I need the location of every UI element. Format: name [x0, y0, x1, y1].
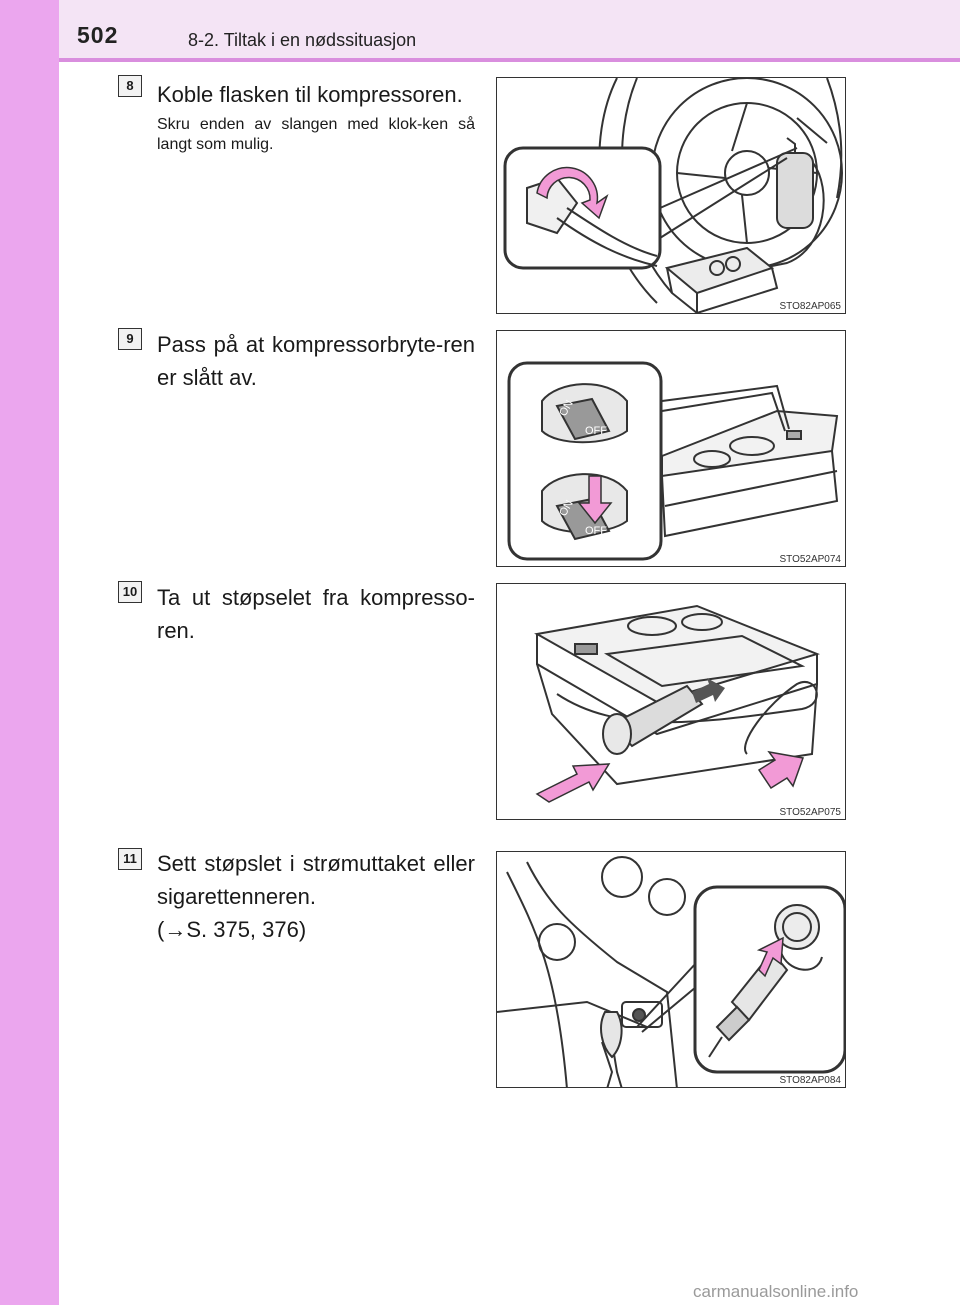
figure-connect-bottle: STO82AP065: [496, 77, 846, 314]
figure-code: STO52AP074: [778, 554, 842, 565]
section-title: 8-2. Tiltak i en nødssituasjon: [188, 30, 417, 50]
illustration-compressor-plug: [534, 604, 821, 803]
switch-off-label-top: OFF: [585, 425, 607, 437]
illustration-compressor-switch: ON OFF ON OFF: [507, 361, 839, 561]
figure-remove-plug: STO52AP075: [496, 583, 846, 820]
figure-code: STO52AP075: [778, 807, 842, 818]
illustration-wheel-hose: [503, 78, 843, 313]
step-8-heading: Koble flasken til kompressoren.: [157, 82, 463, 107]
figure-switch-off: ON OFF ON OFF STO52AP074: [496, 330, 846, 567]
illustration-power-outlet: [497, 856, 845, 1087]
figure-code: STO82AP084: [778, 1075, 842, 1086]
switch-off-label-bottom: OFF: [585, 525, 607, 537]
page-number: 502: [77, 22, 119, 48]
step-9-heading: Pass på at kompressorbryte-ren er slått …: [157, 332, 475, 390]
figure-power-outlet: STO82AP084: [496, 851, 846, 1088]
watermark: carmanualsonline.info: [693, 1282, 859, 1301]
step-8-detail: Skru enden av slangen med klok-ken så la…: [157, 116, 475, 153]
figure-code: STO82AP065: [778, 301, 842, 312]
step-11-badge: 11: [118, 848, 142, 870]
header-band: [59, 0, 960, 60]
step-10-heading: Ta ut støpselet fra kompresso-ren.: [157, 585, 475, 643]
step-9-badge: 9: [118, 328, 142, 350]
step-11-reference: (→S. 375, 376): [157, 917, 307, 942]
step-8-badge: 8: [118, 75, 142, 97]
header-rule: [59, 58, 960, 62]
left-color-strip: [0, 0, 59, 1305]
step-10-badge: 10: [118, 581, 142, 603]
step-11-heading: Sett støpslet i strømuttaket eller sigar…: [157, 851, 475, 909]
